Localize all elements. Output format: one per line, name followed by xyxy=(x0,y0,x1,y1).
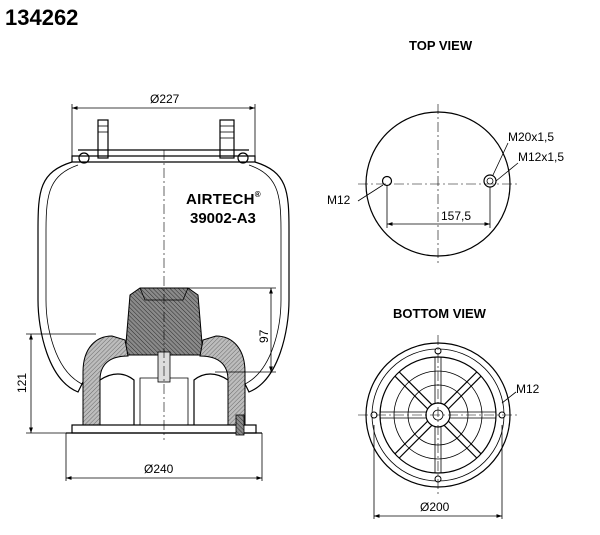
dim-bottom-bolt-circle: Ø200 xyxy=(420,500,450,514)
stud-right-top xyxy=(483,174,497,188)
brand-logo: AIRTECH® xyxy=(186,190,261,208)
dim-stud-spacing: 157,5 xyxy=(441,209,471,223)
dim-bottom-diameter: Ø240 xyxy=(144,462,174,476)
model-number: 39002-A3 xyxy=(190,210,256,227)
part-number: 134262 xyxy=(5,5,78,30)
bottom-view: BOTTOM VIEW M12 Ø200 xyxy=(358,306,540,519)
stud-left xyxy=(97,119,109,159)
brand-registered-mark: ® xyxy=(255,190,261,199)
top-view: TOP VIEW 157,5 M20x1,5 M12x1,5 M12 xyxy=(327,38,564,266)
dim-top-diameter: Ø227 xyxy=(150,92,180,106)
label-bolt-top: M12 xyxy=(327,193,351,207)
dim-height: 121 xyxy=(15,373,29,393)
stud-right xyxy=(219,119,235,159)
top-view-title: TOP VIEW xyxy=(409,38,473,53)
label-stud-large: M20x1,5 xyxy=(508,130,554,144)
bolt-hole-left xyxy=(381,175,393,187)
label-bolt-bottom: M12 xyxy=(516,382,540,396)
bottom-view-title: BOTTOM VIEW xyxy=(393,306,487,321)
label-stud-small: M12x1,5 xyxy=(518,150,564,164)
brand-name: AIRTECH xyxy=(186,191,255,208)
side-view: Ø227 Ø240 121 97 AIRTECH® 39002-A3 xyxy=(15,92,290,481)
dim-piston-height: 97 xyxy=(257,329,271,343)
